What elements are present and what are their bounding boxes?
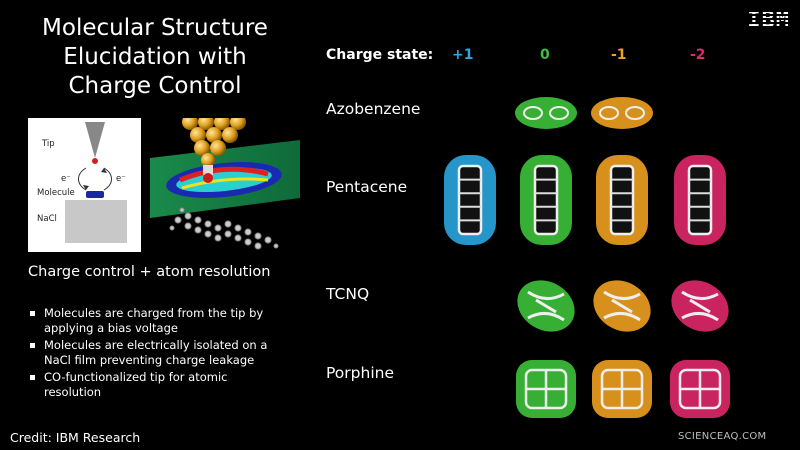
tip-label: Tip	[42, 139, 55, 149]
molecule-label: Molecule	[37, 188, 75, 198]
charge-state-plus1: +1	[452, 47, 474, 63]
title-line-3: Charge Control	[68, 73, 242, 99]
electron-right-label: e⁻	[116, 174, 126, 184]
afm-image-tcnq-0	[517, 280, 575, 332]
bullet-list: Molecules are charged from the tip by ap…	[28, 306, 318, 402]
tip-schematic-diagram: Tip e⁻ e⁻ Molecule NaCl	[28, 118, 141, 252]
afm-image-pentacene-0	[520, 155, 572, 245]
bullet-line: resolution	[44, 385, 102, 399]
molecule-label-porphine: Porphine	[326, 364, 394, 382]
molecule-label-azobenzene: Azobenzene	[326, 100, 421, 118]
credit-text: Credit: IBM Research	[10, 430, 141, 445]
afm-image-porphine-0	[516, 360, 576, 418]
afm-image-tcnq-minus1	[593, 280, 651, 332]
afm-image-porphine-minus1	[592, 360, 652, 418]
title-line-1: Molecular Structure	[42, 15, 268, 41]
afm-image-azobenzene-minus1	[591, 97, 653, 129]
tip-schematic-graphic	[65, 122, 127, 243]
charge-state-label: Charge state:	[326, 47, 434, 63]
ibm-logo: IBM	[747, 8, 790, 33]
subtitle: Charge control + atom resolution	[28, 264, 271, 280]
electron-left-label: e⁻	[61, 174, 71, 184]
title-line-2: Elucidation with	[63, 44, 247, 70]
afm-image-pentacene-minus1	[596, 155, 648, 245]
watermark-text: SCIENCEAQ.COM	[678, 431, 767, 442]
bullet-item: Molecules are electrically isolated on a…	[28, 338, 318, 368]
charge-state-minus2: -2	[690, 47, 706, 63]
bullet-line: Molecules are charged from the tip by	[44, 306, 264, 320]
charge-state-minus1: -1	[611, 47, 627, 63]
bullet-line: NaCl film preventing charge leakage	[44, 353, 255, 367]
bullet-item: CO-functionalized tip for atomic resolut…	[28, 370, 318, 400]
bullet-item: Molecules are charged from the tip by ap…	[28, 306, 318, 336]
afm-image-pentacene-plus1	[444, 155, 496, 245]
bullet-line: Molecules are electrically isolated on a	[44, 338, 268, 352]
slide-title: Molecular Structure Elucidation with Cha…	[20, 14, 290, 101]
afm-image-azobenzene-0	[515, 97, 577, 129]
bullet-line: applying a bias voltage	[44, 321, 178, 335]
molecule-label-pentacene: Pentacene	[326, 178, 408, 196]
molecule-label-tcnq: TCNQ	[326, 285, 370, 303]
afm-tip-illustration	[150, 118, 300, 250]
afm-image-porphine-minus2	[670, 360, 730, 418]
nacl-label: NaCl	[37, 214, 57, 224]
afm-image-pentacene-minus2	[674, 155, 726, 245]
afm-image-tcnq-minus2	[671, 280, 729, 332]
bullet-line: CO-functionalized tip for atomic	[44, 370, 228, 384]
charge-state-neutral: 0	[540, 47, 550, 63]
